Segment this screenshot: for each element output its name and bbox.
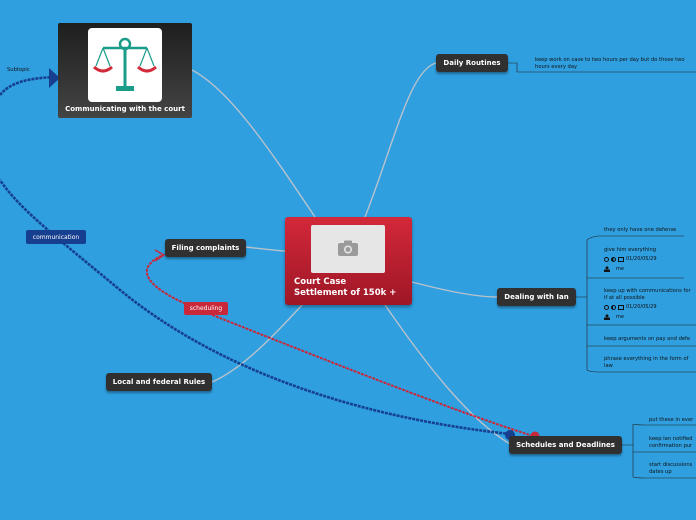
- communication-arrow: [49, 68, 60, 88]
- assignee-name: me: [616, 314, 624, 320]
- connector-communicating: [191, 69, 316, 218]
- relationship-label-communication[interactable]: communication: [26, 230, 86, 244]
- connector-filing: [245, 246, 286, 252]
- connector-daily-routines: [364, 62, 437, 218]
- relationship-subtopic: [0, 75, 56, 96]
- subtopic-line: dates up: [649, 468, 672, 475]
- subtopic-dealing-1[interactable]: give him everything: [604, 247, 657, 253]
- topic-local-federal-rules[interactable]: Local and federal Rules: [106, 373, 212, 391]
- central-topic-title: Court Case Settlement of 150k +: [294, 277, 396, 299]
- progress-icon: [611, 256, 616, 262]
- connector-schedules: [384, 304, 511, 445]
- subtopic-line: law: [604, 362, 613, 369]
- topic-schedules-deadlines[interactable]: Schedules and Deadlines: [509, 436, 622, 454]
- sub-lines-dealing: [586, 235, 696, 373]
- topic-dealing-with-ian[interactable]: Dealing with Ian: [497, 288, 576, 306]
- connector-local-rules: [211, 304, 303, 383]
- topic-communicating-with-court[interactable]: Communicating with the court: [58, 23, 192, 118]
- subtopic-schedules-2[interactable]: start discussions dates up: [649, 462, 692, 475]
- topic-daily-routines[interactable]: Daily Routines: [436, 54, 508, 72]
- subtopic-line: if at all possible: [604, 294, 645, 301]
- bracket-dealing: [576, 240, 588, 370]
- subtopic-line: keep work on case to two hours per day b…: [535, 57, 685, 63]
- subtopic-dealing-2[interactable]: keep up with communications for if at al…: [604, 288, 691, 301]
- person-icon: [604, 314, 610, 320]
- floating-subtopic[interactable]: Subtopic: [7, 67, 30, 73]
- subtopic-schedules-0[interactable]: put these in ever: [649, 417, 694, 423]
- due-date: 01/20/05/29: [626, 304, 657, 310]
- priority-icon: [604, 304, 609, 310]
- subtopic-line: keep Ian notified: [649, 436, 693, 442]
- scales-icon: [93, 37, 157, 91]
- calendar-icon: [618, 304, 624, 310]
- subtopic-line: phrase everything in the form of: [604, 356, 689, 362]
- subtopic-line: hours every day: [535, 63, 578, 70]
- connector-daily-sub: [508, 62, 696, 73]
- progress-icon: [611, 304, 616, 310]
- central-topic[interactable]: Court Case Settlement of 150k +: [285, 217, 412, 305]
- central-topic-line2: Settlement of 150k +: [294, 288, 397, 298]
- bracket-schedules: [622, 424, 634, 477]
- subtopic-line: confirmation pur: [649, 442, 693, 449]
- task-info-dealing-1: 01/20/05/29: [604, 256, 657, 262]
- relationship-communication: [0, 179, 511, 436]
- assignee-dealing-1: me: [604, 266, 624, 272]
- topic-communicating-title: Communicating with the court: [65, 105, 185, 113]
- sub-lines-schedules: [632, 423, 696, 479]
- relationship-scheduling: [145, 254, 534, 437]
- subtopic-line: start discussions: [649, 462, 693, 468]
- relationship-label-scheduling[interactable]: scheduling: [184, 302, 228, 315]
- subtopic-dealing-0[interactable]: they only have one defense: [604, 227, 677, 233]
- subtopic-schedules-1[interactable]: keep Ian notified confirmation pur: [649, 436, 692, 449]
- subtopic-line: keep up with communications for: [604, 288, 691, 294]
- priority-icon: [604, 256, 609, 262]
- subtopic-dealing-3[interactable]: keep arguments on pay and defe: [604, 336, 691, 342]
- calendar-icon: [618, 256, 624, 262]
- connector-dealing: [411, 281, 498, 298]
- assignee-name: me: [616, 266, 624, 272]
- due-date: 01/20/05/29: [626, 256, 657, 262]
- assignee-dealing-2: me: [604, 314, 624, 320]
- camera-icon: [338, 240, 358, 256]
- central-topic-line1: Court Case: [294, 277, 347, 287]
- person-icon: [604, 266, 610, 272]
- topic-filing-complaints[interactable]: Filing complaints: [165, 239, 246, 257]
- scheduling-arrow: [154, 249, 166, 262]
- camera-placeholder-image: [311, 225, 385, 273]
- scales-of-justice-image: [88, 28, 162, 102]
- subtopic-dealing-4[interactable]: phrase everything in the form of law: [604, 356, 688, 369]
- subtopic-daily-routines-0[interactable]: keep work on case to two hours per day b…: [535, 57, 685, 70]
- task-info-dealing-2: 01/20/05/29: [604, 304, 657, 310]
